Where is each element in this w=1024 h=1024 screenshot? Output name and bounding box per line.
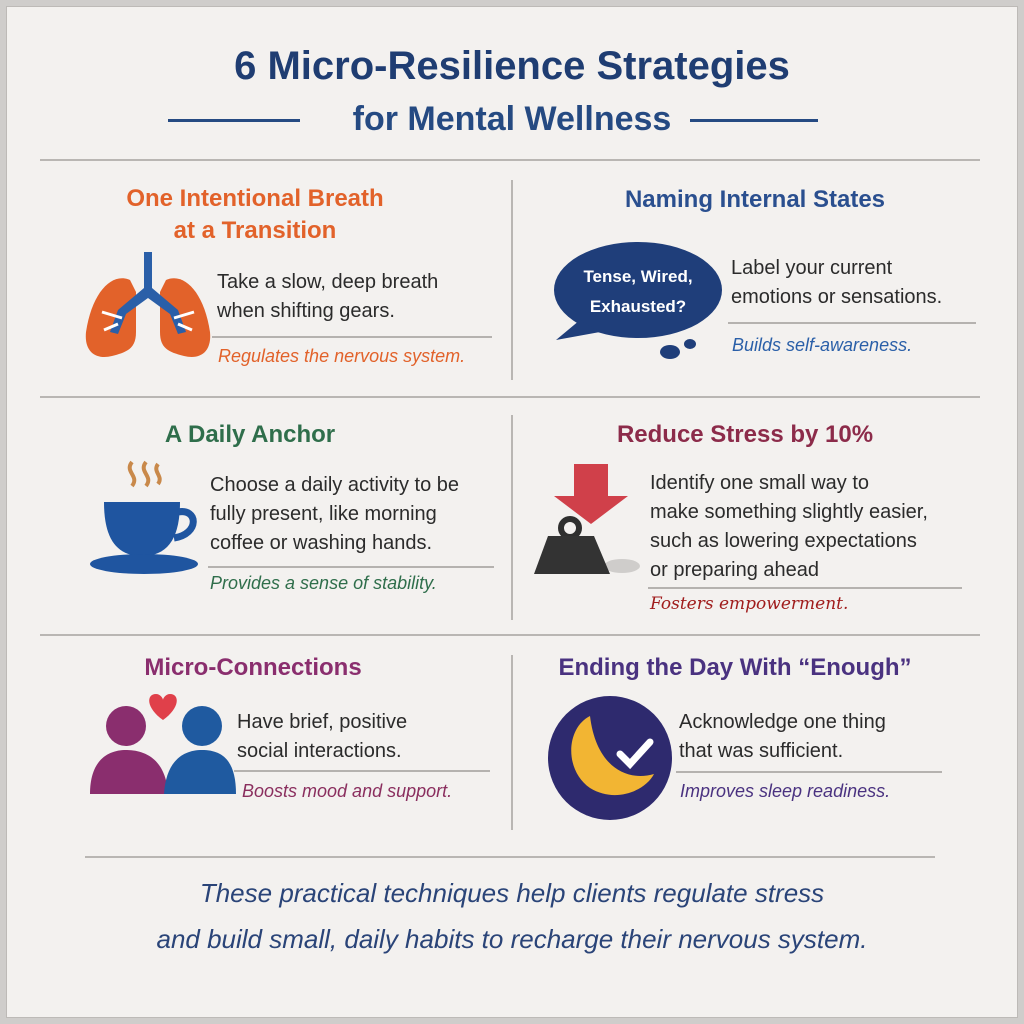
- card-body-line: Choose a daily activity to be: [210, 474, 460, 496]
- bubble-text: Exhausted?: [589, 297, 687, 316]
- card-title: Micro-Connections: [144, 654, 362, 681]
- card-body-line: Identify one small way to: [650, 472, 869, 494]
- column-divider: [511, 655, 513, 830]
- card-title: Reduce Stress by 10%: [616, 421, 874, 448]
- card-body-line: emotions or sensations.: [731, 286, 943, 308]
- subtitle-rule-left: [168, 119, 300, 122]
- weight-arrow-icon: [534, 464, 640, 574]
- card-tagline: Improves sleep readiness.: [680, 781, 891, 801]
- card-tagline: Boosts mood and support.: [242, 781, 453, 801]
- card-body-line: that was sufficient.: [679, 740, 844, 762]
- column-divider: [511, 415, 513, 620]
- card-title: A Daily Anchor: [164, 421, 336, 448]
- footer-divider: [85, 856, 935, 858]
- card-body-line: make something slightly easier,: [650, 501, 928, 523]
- card-body-line: or preparing ahead: [650, 559, 820, 581]
- card-title: Ending the Day With “Enough”: [558, 654, 912, 681]
- card-body-line: Acknowledge one thing: [679, 711, 886, 733]
- card-tagline: Fosters empowerment.: [650, 594, 849, 614]
- card-tagline: Builds self-awareness.: [732, 335, 913, 355]
- card-body-line: Have brief, positive: [237, 711, 408, 733]
- card-tagline: Regulates the nervous system.: [218, 346, 466, 366]
- card-tagline: Provides a sense of stability.: [210, 573, 437, 593]
- people-heart-icon: [90, 694, 236, 794]
- moon-check-icon: [548, 696, 672, 820]
- card-rule: [676, 771, 942, 773]
- card-body-line: such as lowering expectations: [650, 530, 917, 552]
- card-body-line: Take a slow, deep breath: [217, 271, 439, 293]
- card-rule: [728, 322, 976, 324]
- subtitle-rule-right: [690, 119, 818, 122]
- card-body-line: when shifting gears.: [217, 300, 395, 322]
- bubble-text: Tense, Wired,: [583, 267, 693, 286]
- card-rule: [648, 587, 962, 589]
- speech-bubble-icon: [554, 242, 722, 359]
- card-body-line: coffee or washing hands.: [210, 532, 433, 554]
- footer-line: These practical techniques help clients …: [199, 878, 825, 908]
- footer-line: and build small, daily habits to recharg…: [156, 924, 868, 954]
- header-divider: [40, 159, 980, 161]
- card-rule: [234, 770, 490, 772]
- card-title: at a Transition: [173, 217, 337, 244]
- card-body-line: Label your current: [731, 257, 893, 279]
- card-title: One Intentional Breath: [126, 185, 384, 212]
- card-rule: [208, 566, 494, 568]
- row-divider: [40, 396, 980, 398]
- lungs-icon: [85, 252, 211, 357]
- page-title: 6 Micro-Resilience Strategies: [234, 44, 790, 88]
- page-subtitle: for Mental Wellness: [352, 100, 672, 138]
- card-body-line: social interactions.: [237, 740, 402, 762]
- coffee-cup-icon: [90, 460, 198, 574]
- card-body-line: fully present, like morning: [210, 503, 437, 525]
- row-divider: [40, 634, 980, 636]
- card-title: Naming Internal States: [624, 186, 886, 213]
- column-divider: [511, 180, 513, 380]
- card-rule: [212, 336, 492, 338]
